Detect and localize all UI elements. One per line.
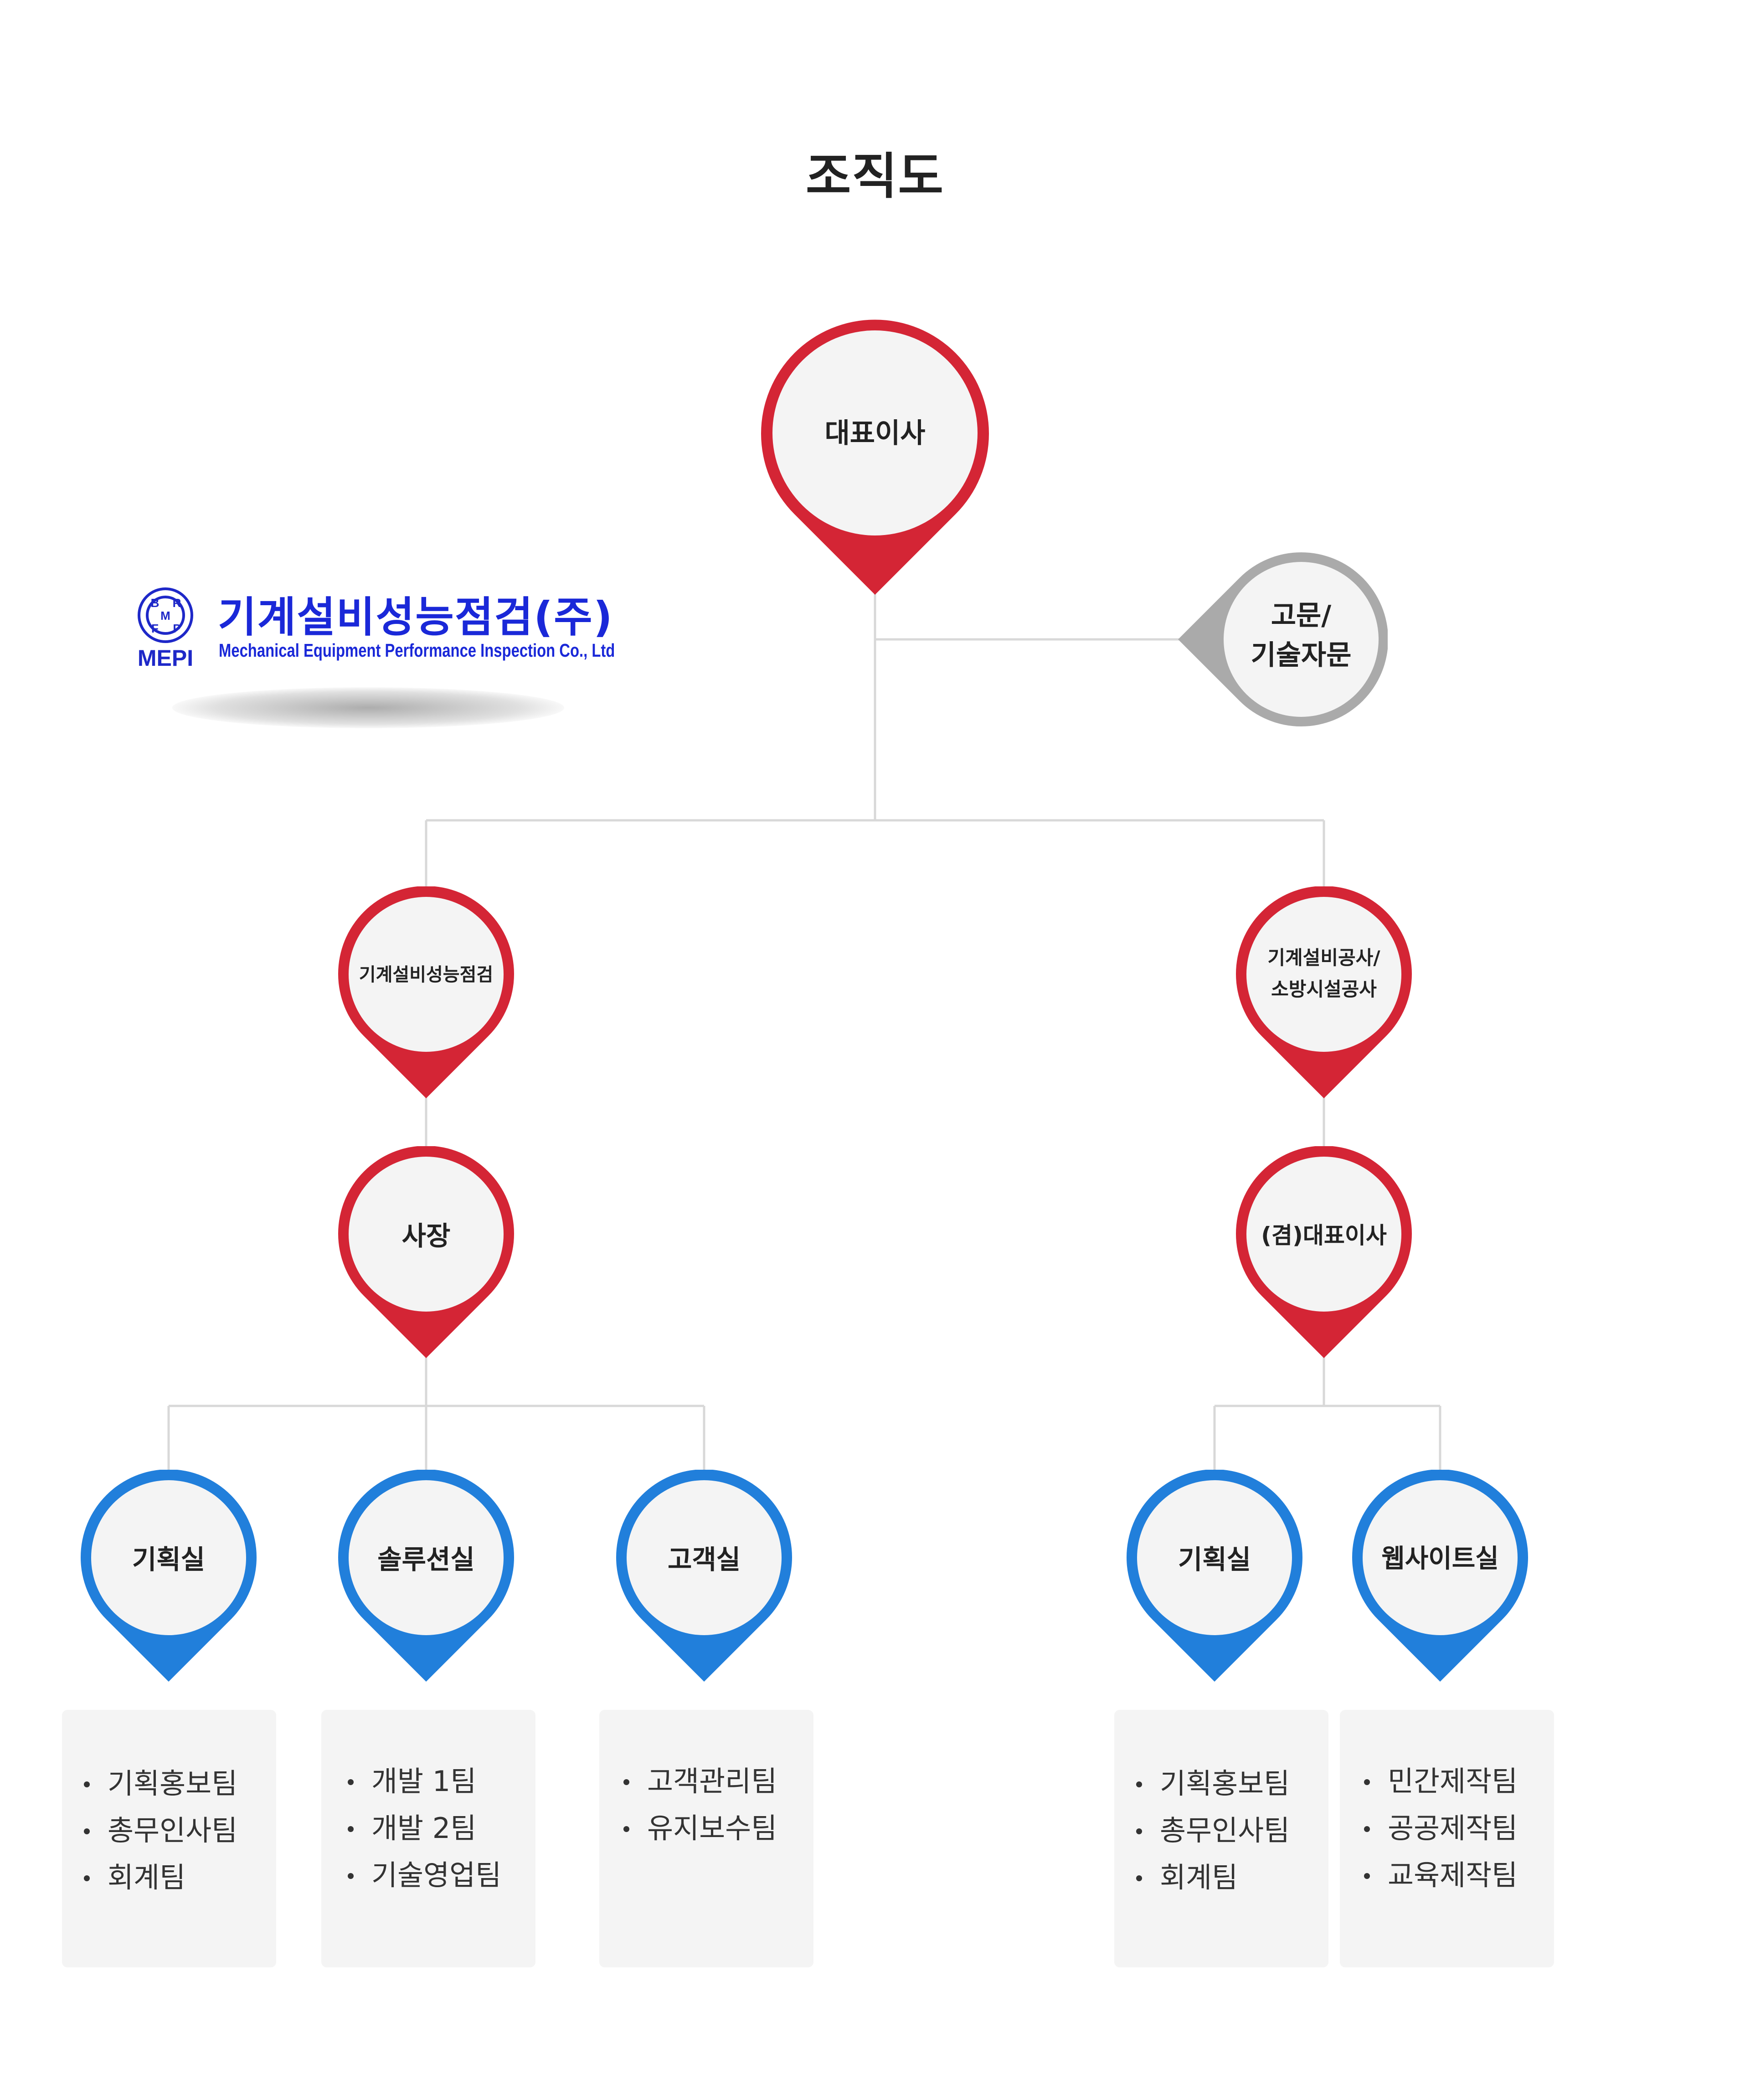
- logo-letter: F: [151, 622, 159, 635]
- pin-marker-icon: [1352, 1470, 1528, 1682]
- node-label-line2: 소방시설공사: [1271, 978, 1377, 1001]
- node-ceo[interactable]: 대표이사: [757, 314, 993, 595]
- pin-marker-icon: [1236, 1146, 1412, 1358]
- page-title: 조직도: [805, 148, 945, 205]
- logo-letter: P: [173, 622, 180, 635]
- node-label: 기획실: [132, 1544, 206, 1575]
- list-item: 고객관리팀: [623, 1758, 813, 1805]
- team-list: 기획홍보팀 총무인사팀 회계팀: [62, 1710, 276, 1901]
- logo-name-en: Mechanical Equipment Performance Inspect…: [219, 640, 615, 661]
- node-dept-4[interactable]: 기획실: [1127, 1470, 1302, 1682]
- pin-marker-icon: [338, 1470, 514, 1682]
- node-right-division[interactable]: 기계설비공사/ 소방시설공사: [1236, 886, 1412, 1098]
- logo-abbr: MEPI: [137, 645, 194, 671]
- pin-marker-icon: [81, 1470, 257, 1682]
- logo-letter: M: [160, 609, 170, 623]
- company-logo: B R M F P MEPI 기계설비성능점검(주) Mechanical Eq…: [131, 583, 615, 734]
- node-label: 기획실: [1178, 1544, 1251, 1575]
- pin-marker-icon: [338, 886, 514, 1098]
- pin-marker-icon: [761, 319, 989, 595]
- list-item: 기획홍보팀: [1136, 1760, 1328, 1807]
- team-box-dept-1: 기획홍보팀 총무인사팀 회계팀: [62, 1710, 276, 1967]
- node-label-line1: 고문/: [1271, 600, 1332, 632]
- node-label: 솔루션실: [377, 1544, 475, 1575]
- pin-marker-icon: [1178, 552, 1388, 726]
- team-list: 고객관리팀 유지보수팀: [599, 1710, 813, 1852]
- node-advisory[interactable]: 고문/ 기술자문: [1178, 551, 1388, 729]
- pin-marker-icon: [1236, 886, 1412, 1098]
- node-label: 기계설비성능점검: [359, 964, 494, 985]
- list-item: 민간제작팀: [1364, 1758, 1554, 1805]
- node-co-ceo[interactable]: (겸)대표이사: [1236, 1146, 1412, 1358]
- list-item: 개발 2팀: [348, 1805, 535, 1852]
- list-item: 기술영업팀: [348, 1852, 535, 1899]
- list-item: 총무인사팀: [84, 1807, 276, 1854]
- list-item: 유지보수팀: [623, 1805, 813, 1852]
- list-item: 개발 1팀: [348, 1758, 535, 1805]
- team-box-dept-4: 기획홍보팀 총무인사팀 회계팀: [1114, 1710, 1328, 1967]
- pin-marker-icon: [616, 1470, 792, 1682]
- node-dept-2[interactable]: 솔루션실: [338, 1470, 514, 1682]
- node-label-line1: 기계설비공사/: [1267, 947, 1380, 969]
- logo-letter: B: [151, 596, 160, 610]
- node-dept-1[interactable]: 기획실: [81, 1470, 257, 1682]
- node-label: 웹사이트실: [1381, 1544, 1499, 1574]
- team-list: 개발 1팀 개발 2팀 기술영업팀: [321, 1710, 535, 1899]
- gear-emblem-icon: B R M F P: [138, 587, 193, 643]
- logo-name-ko: 기계설비성능점검(주): [218, 593, 613, 642]
- list-item: 회계팀: [84, 1854, 276, 1901]
- pin-marker-icon: [1127, 1470, 1302, 1682]
- mepi-logo-mark-icon: B R M F P MEPI: [131, 583, 200, 671]
- list-item: 공공제작팀: [1364, 1805, 1554, 1852]
- node-dept-3[interactable]: 고객실: [616, 1470, 792, 1682]
- node-label: 고객실: [667, 1544, 741, 1575]
- team-list: 기획홍보팀 총무인사팀 회계팀: [1114, 1710, 1328, 1901]
- node-label: 대표이사: [824, 417, 926, 449]
- node-left-division[interactable]: 기계설비성능점검: [338, 886, 514, 1098]
- list-item: 기획홍보팀: [84, 1760, 276, 1807]
- team-box-dept-5: 민간제작팀 공공제작팀 교육제작팀: [1340, 1710, 1554, 1967]
- node-dept-5[interactable]: 웹사이트실: [1352, 1470, 1528, 1682]
- node-president[interactable]: 사장: [338, 1146, 514, 1358]
- node-label: (겸)대표이사: [1261, 1222, 1387, 1249]
- team-box-dept-3: 고객관리팀 유지보수팀: [599, 1710, 813, 1967]
- pin-marker-icon: [338, 1146, 514, 1358]
- list-item: 총무인사팀: [1136, 1807, 1328, 1854]
- team-box-dept-2: 개발 1팀 개발 2팀 기술영업팀: [321, 1710, 535, 1967]
- team-list: 민간제작팀 공공제작팀 교육제작팀: [1340, 1710, 1554, 1899]
- logo-letter: R: [173, 596, 181, 610]
- logo-shadow: [172, 687, 564, 728]
- node-label: 사장: [401, 1220, 451, 1251]
- list-item: 교육제작팀: [1364, 1852, 1554, 1899]
- node-label-line2: 기술자문: [1251, 639, 1352, 671]
- list-item: 회계팀: [1136, 1854, 1328, 1901]
